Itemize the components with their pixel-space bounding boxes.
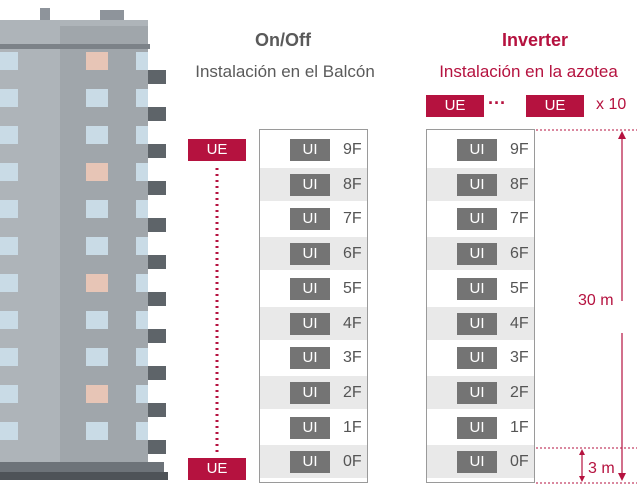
- floor-label: 1F: [510, 418, 529, 436]
- floor-label: 4F: [343, 314, 362, 332]
- onoff-connector-dots: [215, 168, 219, 454]
- onoff-floor-row: UI 2F: [260, 375, 367, 409]
- onoff-floor-row: UI 5F: [260, 272, 367, 305]
- floor-label: 8F: [510, 175, 529, 193]
- indoor-unit-badge: UI: [457, 173, 497, 196]
- floor-label: 6F: [510, 245, 529, 263]
- base-height-label: 3 m: [588, 460, 615, 477]
- floor-label: 0F: [510, 453, 529, 471]
- indoor-unit-badge: UI: [457, 451, 497, 474]
- building-illustration: [0, 8, 168, 480]
- floor-label: 4F: [510, 314, 529, 332]
- onoff-floor-row: UI 9F: [260, 133, 367, 166]
- floor-label: 2F: [343, 383, 362, 401]
- floor-label: 3F: [343, 349, 362, 367]
- onoff-floor-row: UI 0F: [260, 445, 367, 479]
- indoor-unit-badge: UI: [457, 277, 497, 300]
- indoor-unit-badge: UI: [290, 173, 330, 196]
- onoff-floor-stack: UI 9F UI 8F UI 7F UI 6F UI 5F UI 4F UI 3F UI 2F UI 1F UI 0F: [259, 129, 368, 483]
- inverter-ellipsis: ···: [488, 93, 506, 113]
- indoor-unit-badge: UI: [290, 381, 330, 404]
- height-dimension-lines: [536, 129, 637, 484]
- floor-label: 2F: [510, 383, 529, 401]
- onoff-ue-top: UE: [188, 139, 246, 161]
- floor-label: 8F: [343, 175, 362, 193]
- inverter-ue-left: UE: [426, 95, 484, 117]
- floor-label: 6F: [343, 245, 362, 263]
- indoor-unit-badge: UI: [457, 381, 497, 404]
- floor-label: 9F: [510, 141, 529, 158]
- indoor-unit-badge: UI: [290, 347, 330, 370]
- inverter-subtitle: Instalación en la azotea: [439, 62, 618, 81]
- floor-label: 9F: [343, 141, 362, 158]
- indoor-unit-badge: UI: [290, 312, 330, 335]
- indoor-unit-badge: UI: [457, 243, 497, 266]
- onoff-subtitle: Instalación en el Balcón: [195, 62, 375, 81]
- inverter-floor-row: UI 8F: [427, 167, 534, 201]
- floor-label: 5F: [343, 279, 362, 297]
- indoor-unit-badge: UI: [290, 451, 330, 474]
- inverter-floor-row: UI 6F: [427, 237, 534, 271]
- onoff-floor-row: UI 8F: [260, 167, 367, 201]
- floor-label: 1F: [343, 418, 362, 436]
- inverter-ue-right: UE: [526, 95, 584, 117]
- onoff-title: On/Off: [255, 30, 311, 50]
- onoff-floor-row: UI 3F: [260, 341, 367, 374]
- indoor-unit-badge: UI: [290, 243, 330, 266]
- inverter-multiplier: x 10: [596, 96, 627, 113]
- inverter-floor-row: UI 9F: [427, 133, 534, 166]
- inverter-floor-row: UI 5F: [427, 272, 534, 305]
- inverter-floor-row: UI 1F: [427, 411, 534, 444]
- onoff-floor-row: UI 4F: [260, 306, 367, 340]
- indoor-unit-badge: UI: [290, 416, 330, 439]
- inverter-floor-row: UI 3F: [427, 341, 534, 374]
- indoor-unit-badge: UI: [290, 277, 330, 300]
- indoor-unit-badge: UI: [457, 416, 497, 439]
- floor-label: 7F: [343, 210, 362, 228]
- indoor-unit-badge: UI: [457, 139, 497, 161]
- inverter-floor-row: UI 0F: [427, 445, 534, 479]
- floor-label: 3F: [510, 349, 529, 367]
- inverter-floor-stack: UI 9F UI 8F UI 7F UI 6F UI 5F UI 4F UI 3F UI 2F UI 1F UI 0F: [426, 129, 535, 483]
- total-height-label: 30 m: [578, 292, 614, 309]
- floor-label: 5F: [510, 279, 529, 297]
- inverter-title: Inverter: [501, 30, 569, 50]
- indoor-unit-badge: UI: [290, 139, 330, 161]
- onoff-floor-row: UI 7F: [260, 202, 367, 235]
- onoff-floor-row: UI 6F: [260, 237, 367, 271]
- indoor-unit-badge: UI: [457, 312, 497, 335]
- inverter-floor-row: UI 4F: [427, 306, 534, 340]
- inverter-floor-row: UI 7F: [427, 202, 534, 235]
- indoor-unit-badge: UI: [290, 208, 330, 231]
- onoff-floor-row: UI 1F: [260, 411, 367, 444]
- floor-label: 7F: [510, 210, 529, 228]
- inverter-floor-row: UI 2F: [427, 375, 534, 409]
- indoor-unit-badge: UI: [457, 208, 497, 231]
- indoor-unit-badge: UI: [457, 347, 497, 370]
- onoff-ue-bottom: UE: [188, 458, 246, 480]
- floor-label: 0F: [343, 453, 362, 471]
